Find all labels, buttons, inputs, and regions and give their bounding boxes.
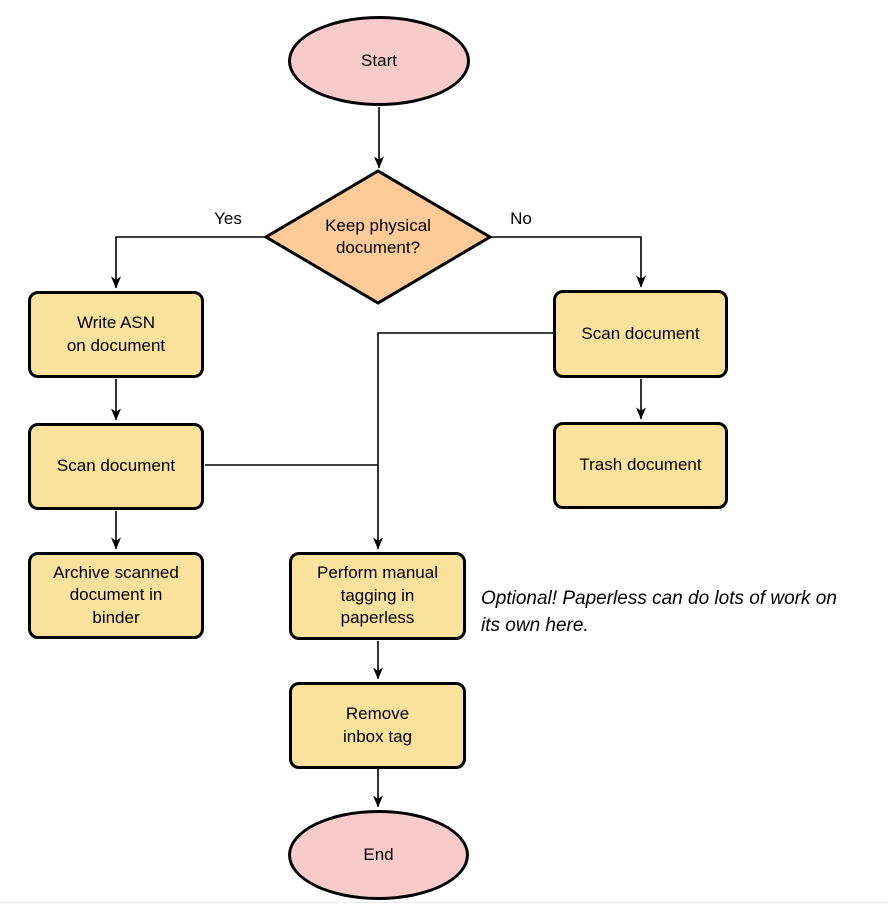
node-write-asn-label: Write ASN on document — [66, 313, 166, 355]
node-end-label: End — [363, 844, 394, 864]
edge-scan-right-to-tagging — [373, 332, 553, 550]
node-manual-tagging: Perform manual tagging in paperless — [289, 552, 466, 640]
edge-label-no: No — [510, 209, 532, 228]
node-write-asn: Write ASN on document — [28, 291, 204, 378]
node-scan-document-left-label: Scan document — [56, 456, 176, 476]
edge-label-yes: Yes — [214, 209, 242, 228]
node-start: Start — [288, 16, 470, 106]
node-scan-document-right-label: Scan document — [581, 323, 700, 343]
node-decision-label: Keep physical document? — [325, 215, 431, 257]
node-start-label: Start — [361, 50, 397, 70]
node-archive-binder-label: Archive scanned document in binder — [53, 562, 179, 627]
node-remove-inbox-tag-label: Remove inbox tag — [343, 704, 412, 746]
node-archive-binder: Archive scanned document in binder — [28, 552, 204, 639]
optional-annotation: Optional! Paperless can do lots of work … — [481, 588, 837, 636]
page-bottom-rule — [0, 902, 888, 903]
decision-diamond-shape — [263, 169, 493, 305]
node-manual-tagging-label: Perform manual tagging in paperless — [317, 563, 438, 628]
node-scan-document-left: Scan document — [28, 423, 204, 510]
node-remove-inbox-tag: Remove inbox tag — [289, 682, 466, 769]
edge-decision-yes-to-write-asn — [111, 236, 267, 289]
node-trash-document: Trash document — [553, 422, 728, 509]
node-decision: Keep physical document? — [283, 196, 473, 278]
node-scan-document-right: Scan document — [553, 290, 728, 378]
edge-decision-no-to-scan-right — [489, 236, 646, 288]
node-trash-document-label: Trash document — [579, 455, 702, 475]
node-end: End — [288, 810, 469, 900]
